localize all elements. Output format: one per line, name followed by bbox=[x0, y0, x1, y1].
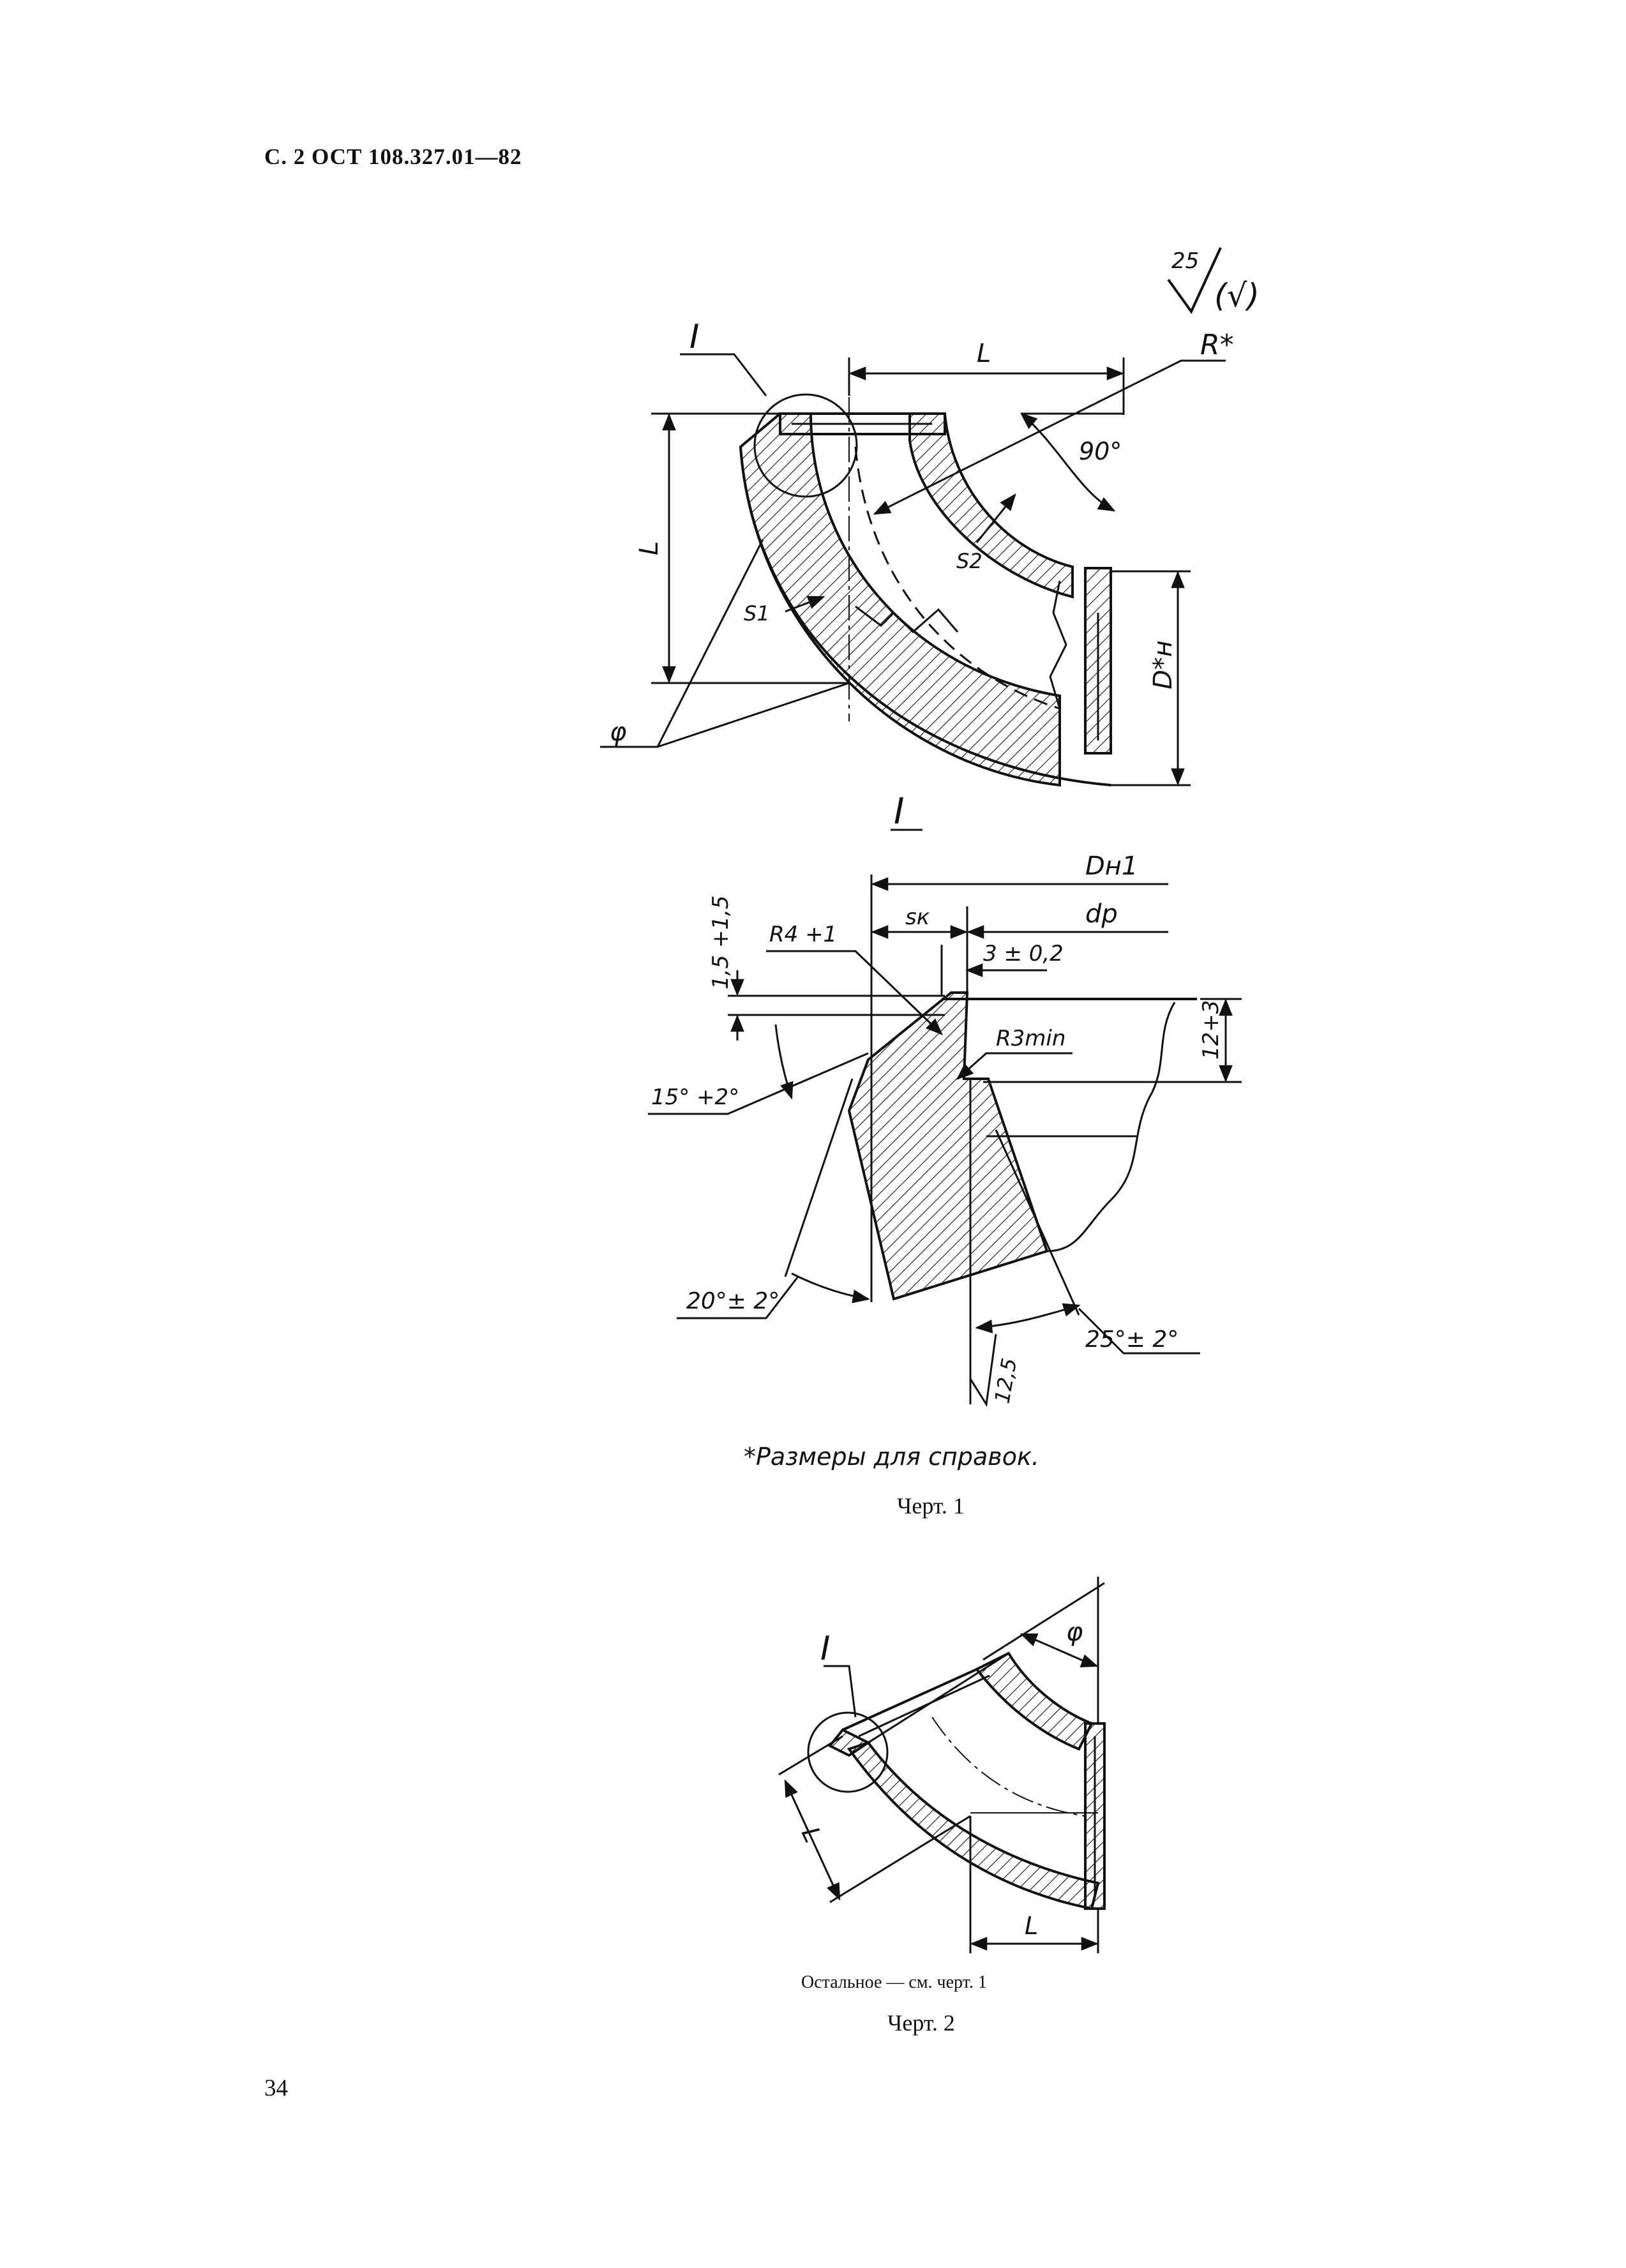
dim-L-diag: L bbox=[796, 1822, 827, 1847]
dim-R3: R3min bbox=[996, 1026, 1065, 1051]
figure-caption-1: Черт. 1 bbox=[897, 1493, 965, 1519]
elbow-segment-drawing: I φ L L bbox=[778, 1577, 1106, 1953]
view-label-I-2: I bbox=[820, 1630, 830, 1668]
view-label-I: I bbox=[689, 318, 699, 356]
dim-3: 3 ± 0,2 bbox=[983, 941, 1064, 966]
document-header: С. 2 ОСТ 108.327.01—82 bbox=[264, 144, 522, 169]
dim-25: 25°± 2° bbox=[1085, 1326, 1178, 1353]
dim-Dn: D*н bbox=[1148, 640, 1178, 689]
roughness-value: 25 bbox=[1171, 248, 1199, 274]
figure-caption-2: Черт. 2 bbox=[887, 2010, 955, 2036]
drawing2-note: Остальное — см. черт. 1 bbox=[801, 1972, 987, 1992]
dim-angle: 90° bbox=[1079, 437, 1122, 465]
dim-sk: sк bbox=[905, 905, 930, 930]
roughness-symbol: 25 (√) bbox=[1167, 247, 1260, 314]
dim-R4: R4 +1 bbox=[769, 922, 837, 947]
dim-20: 20°± 2° bbox=[686, 1288, 779, 1314]
dim-Dn1: Dн1 bbox=[1085, 852, 1138, 881]
dim-12: 12+3 bbox=[1198, 1000, 1224, 1060]
dim-R: R* bbox=[1200, 329, 1234, 361]
dim-rough: 12,5 bbox=[990, 1356, 1021, 1406]
dim-15: 15° +2° bbox=[651, 1085, 739, 1110]
dim-phi-2: φ bbox=[1066, 1618, 1083, 1647]
dim-L-left: L bbox=[635, 541, 664, 555]
page-number: 34 bbox=[264, 2075, 288, 2101]
dim-dp: dр bbox=[1085, 899, 1118, 929]
reference-note: *Размеры для справок. bbox=[744, 1443, 1039, 1471]
detail-I-drawing: I Dн1 sк dр R4 +1 3 ± 0,2 1,5 + bbox=[648, 791, 1242, 1408]
dim-L-bottom: L bbox=[1025, 1912, 1038, 1940]
dim-S2: S2 bbox=[956, 549, 982, 573]
dim-S1: S1 bbox=[744, 601, 770, 626]
detail-title: I bbox=[894, 791, 905, 832]
roughness-tail: (√) bbox=[1214, 277, 1260, 314]
dim-phi: φ bbox=[610, 717, 626, 747]
dim-L-top: L bbox=[977, 339, 991, 368]
dim-1-5: 1,5 +1,5 bbox=[708, 896, 734, 989]
elbow-90-drawing: I L L R* 90° S2 S1 D*н φ bbox=[600, 318, 1234, 787]
